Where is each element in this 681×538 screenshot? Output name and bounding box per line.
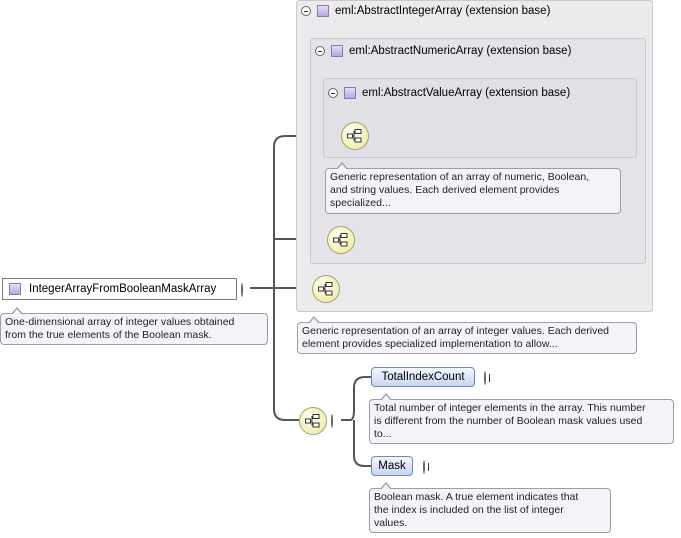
root-element-name: IntegerArrayFromBooleanMaskArray xyxy=(29,283,217,295)
element-mask[interactable]: Mask xyxy=(371,456,413,476)
sequence-icon[interactable] xyxy=(327,226,355,254)
complex-type-icon xyxy=(317,5,329,17)
root-element-box[interactable]: IntegerArrayFromBooleanMaskArray xyxy=(2,278,237,300)
element-total-index-count[interactable]: TotalIndexCount xyxy=(371,367,475,387)
collapse-icon[interactable] xyxy=(301,6,311,16)
sequence-icon[interactable] xyxy=(299,407,327,435)
element-name: TotalIndexCount xyxy=(381,371,465,383)
sequence-icon[interactable] xyxy=(341,122,369,150)
collapse-icon[interactable] xyxy=(315,46,325,56)
complex-type-icon xyxy=(331,45,343,57)
mask-doc: Boolean mask. A true element indicates t… xyxy=(369,482,611,533)
collapse-icon[interactable] xyxy=(328,88,338,98)
extension-label: eml:AbstractValueArray (extension base) xyxy=(362,87,571,99)
extension-label: eml:AbstractNumericArray (extension base… xyxy=(349,45,572,57)
total-index-count-doc: Total number of integer elements in the … xyxy=(369,393,674,444)
value-array-doc: Generic representation of an array of nu… xyxy=(325,162,621,214)
expand-icon[interactable] xyxy=(484,371,486,385)
collapse-icon[interactable] xyxy=(241,283,243,297)
extension-abstract-value-array: eml:AbstractValueArray (extension base) xyxy=(323,78,637,158)
root-element-doc: One-dimensional array of integer values … xyxy=(0,307,268,345)
complex-type-icon xyxy=(9,283,21,295)
extension-label: eml:AbstractIntegerArray (extension base… xyxy=(335,5,551,17)
element-name: Mask xyxy=(378,460,406,472)
integer-array-doc: Generic representation of an array of in… xyxy=(297,316,637,354)
sequence-icon[interactable] xyxy=(312,275,340,303)
complex-type-icon xyxy=(344,87,356,99)
collapse-icon[interactable] xyxy=(331,414,333,428)
expand-icon[interactable] xyxy=(423,460,425,474)
